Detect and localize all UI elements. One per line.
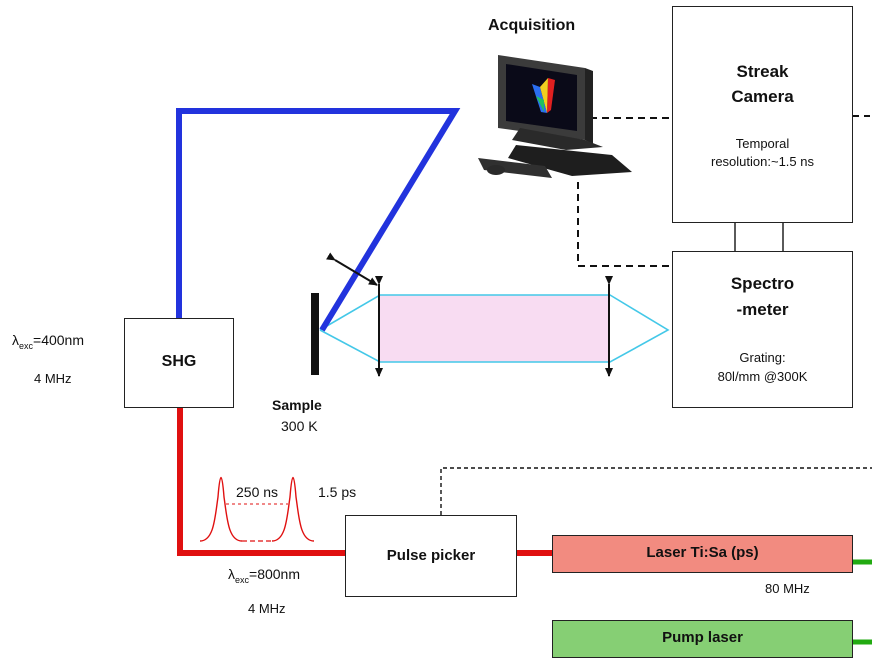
- pulse-spacing-label: 250 ns: [236, 484, 279, 500]
- shg-wavelength: λexc=400nm: [12, 332, 84, 351]
- blue-beam: [176, 108, 461, 332]
- pulse-right: [271, 476, 315, 542]
- collection-beam-area: [380, 295, 610, 362]
- shg-box: [124, 318, 234, 408]
- output-lambda-symbol: λ: [228, 566, 235, 582]
- output-frequency: 4 MHz: [248, 601, 286, 616]
- pump-laser-label: Pump laser: [662, 629, 743, 646]
- pulse-picker-label: Pulse picker: [386, 547, 476, 564]
- streak-camera-box: [672, 6, 853, 223]
- shg-lambda-symbol: λ: [12, 332, 19, 348]
- sample-label: Sample: [272, 397, 322, 413]
- streak-camera-detail-1: Temporal: [735, 136, 790, 151]
- output-lambda-sub: exc: [235, 574, 250, 585]
- output-wavelength: λexc=800nm: [228, 566, 300, 585]
- shg-lambda-value: =400nm: [33, 332, 84, 348]
- pulse-picker-box: [345, 515, 517, 597]
- computer-icon: [478, 55, 632, 178]
- shg-frequency: 4 MHz: [34, 371, 72, 386]
- spectrometer-detail-2: 80l/mm @300K: [717, 369, 808, 384]
- shg-label: SHG: [161, 353, 197, 370]
- laser-tisa-label: Laser Ti:Sa (ps): [646, 544, 759, 561]
- laser-tisa-box: [552, 535, 853, 573]
- laser-tisa-frequency: 80 MHz: [765, 581, 810, 596]
- spectrometer-title-1: Spectro: [730, 274, 795, 293]
- pulse-left: [199, 476, 243, 542]
- sample-temperature: 300 K: [281, 418, 318, 434]
- spectrometer-detail-1: Grating:: [739, 350, 786, 365]
- streak-camera-detail-2: resolution:~1.5 ns: [711, 154, 814, 169]
- sample-plate: [311, 293, 319, 375]
- shg-lambda-sub: exc: [19, 340, 34, 351]
- pump-laser-box: [552, 620, 853, 658]
- spectrometer-box: [672, 251, 853, 408]
- streak-camera-title-2: Camera: [731, 87, 794, 106]
- trigger-link: [440, 467, 872, 515]
- pulse-width-label: 1.5 ps: [318, 484, 357, 500]
- polarization-arrow: [326, 252, 378, 286]
- spectrometer-title-2: -meter: [736, 300, 789, 319]
- streak-camera-title-1: Streak: [736, 62, 789, 81]
- acquisition-label: Acquisition: [488, 17, 576, 34]
- computer-spectrometer-link: [577, 182, 672, 267]
- output-lambda-value: =800nm: [249, 566, 300, 582]
- red-beam-shg: [177, 408, 345, 556]
